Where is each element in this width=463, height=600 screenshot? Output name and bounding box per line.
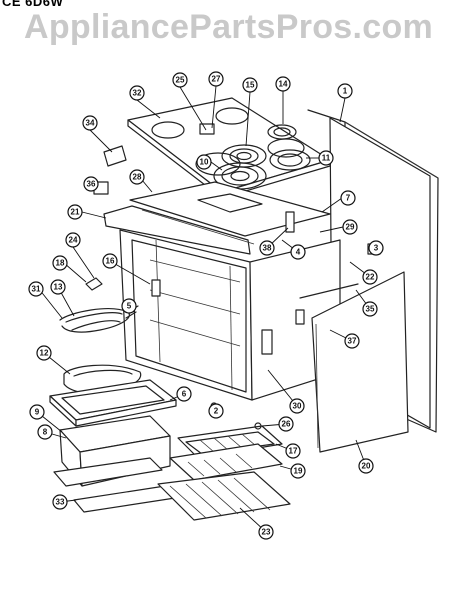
bottom-rack — [157, 471, 291, 521]
callout-25: 25 — [172, 72, 188, 88]
svg-text:11: 11 — [322, 154, 331, 163]
callout-38: 38 — [259, 240, 275, 256]
callout-31: 31 — [28, 281, 44, 297]
storage-drawer — [53, 415, 189, 513]
svg-text:24: 24 — [69, 236, 78, 245]
svg-text:9: 9 — [35, 408, 40, 417]
svg-text:25: 25 — [176, 76, 185, 85]
svg-text:18: 18 — [56, 259, 65, 268]
svg-text:13: 13 — [54, 283, 63, 292]
callout-13: 13 — [50, 279, 66, 295]
callout-28: 28 — [129, 169, 145, 185]
svg-text:1: 1 — [343, 87, 348, 96]
svg-text:35: 35 — [366, 305, 375, 314]
svg-text:15: 15 — [246, 81, 255, 90]
callout-36: 36 — [83, 176, 99, 192]
callout-7: 7 — [340, 190, 356, 206]
callout-5: 5 — [121, 298, 137, 314]
svg-text:5: 5 — [127, 302, 132, 311]
svg-text:37: 37 — [348, 337, 357, 346]
surface-elements — [199, 123, 311, 190]
oven-top-frame — [103, 181, 331, 255]
svg-text:27: 27 — [212, 75, 221, 84]
callout-19: 19 — [290, 463, 306, 479]
callout-18: 18 — [52, 255, 68, 271]
callout-9: 9 — [29, 404, 45, 420]
broiler-pan — [49, 379, 177, 427]
callout-24: 24 — [65, 232, 81, 248]
oven-door — [311, 271, 409, 453]
svg-text:34: 34 — [86, 119, 95, 128]
callout-35: 35 — [362, 301, 378, 317]
callout-33: 33 — [52, 494, 68, 510]
callout-17: 17 — [285, 443, 301, 459]
svg-text:4: 4 — [296, 248, 301, 257]
callout-29: 29 — [342, 219, 358, 235]
svg-text:12: 12 — [40, 349, 49, 358]
svg-text:26: 26 — [282, 420, 291, 429]
callout-8: 8 — [37, 424, 53, 440]
callout-4: 4 — [290, 244, 306, 260]
svg-text:10: 10 — [200, 158, 209, 167]
callout-30: 30 — [289, 398, 305, 414]
callout-14: 14 — [275, 76, 291, 92]
callout-16: 16 — [102, 253, 118, 269]
callout-11: 11 — [318, 150, 334, 166]
callout-1: 1 — [337, 83, 353, 99]
callout-26: 26 — [278, 416, 294, 432]
svg-text:33: 33 — [56, 498, 65, 507]
svg-text:17: 17 — [289, 447, 298, 456]
callout-3: 3 — [368, 240, 384, 256]
svg-text:29: 29 — [346, 223, 355, 232]
svg-text:30: 30 — [293, 402, 302, 411]
model-number: CE 6D6W — [2, 0, 64, 9]
callout-34: 34 — [82, 115, 98, 131]
svg-text:14: 14 — [279, 80, 288, 89]
callout-37: 37 — [344, 333, 360, 349]
callout-12: 12 — [36, 345, 52, 361]
svg-text:36: 36 — [87, 180, 96, 189]
svg-text:31: 31 — [32, 285, 41, 294]
svg-text:20: 20 — [362, 462, 371, 471]
svg-text:38: 38 — [263, 244, 272, 253]
svg-text:7: 7 — [346, 194, 351, 203]
svg-text:23: 23 — [262, 528, 271, 537]
oven-racks — [169, 425, 283, 481]
callout-20: 20 — [358, 458, 374, 474]
callout-27: 27 — [208, 71, 224, 87]
callout-10: 10 — [196, 154, 212, 170]
svg-text:3: 3 — [374, 244, 379, 253]
callout-15: 15 — [242, 77, 258, 93]
svg-text:28: 28 — [133, 173, 142, 182]
svg-text:8: 8 — [43, 428, 48, 437]
svg-text:19: 19 — [294, 467, 303, 476]
callout-22: 22 — [362, 269, 378, 285]
callout-21: 21 — [67, 204, 83, 220]
rear-trim — [103, 145, 127, 167]
callout-23: 23 — [258, 524, 274, 540]
svg-text:2: 2 — [214, 407, 219, 416]
svg-text:22: 22 — [366, 273, 375, 282]
callout-32: 32 — [129, 85, 145, 101]
watermark-logo: AppliancePartsPros.com — [24, 8, 434, 46]
svg-text:6: 6 — [182, 390, 187, 399]
callout-6: 6 — [176, 386, 192, 402]
svg-text:16: 16 — [106, 257, 115, 266]
svg-text:21: 21 — [71, 208, 80, 217]
svg-text:32: 32 — [133, 89, 142, 98]
callout-2: 2 — [208, 403, 224, 419]
